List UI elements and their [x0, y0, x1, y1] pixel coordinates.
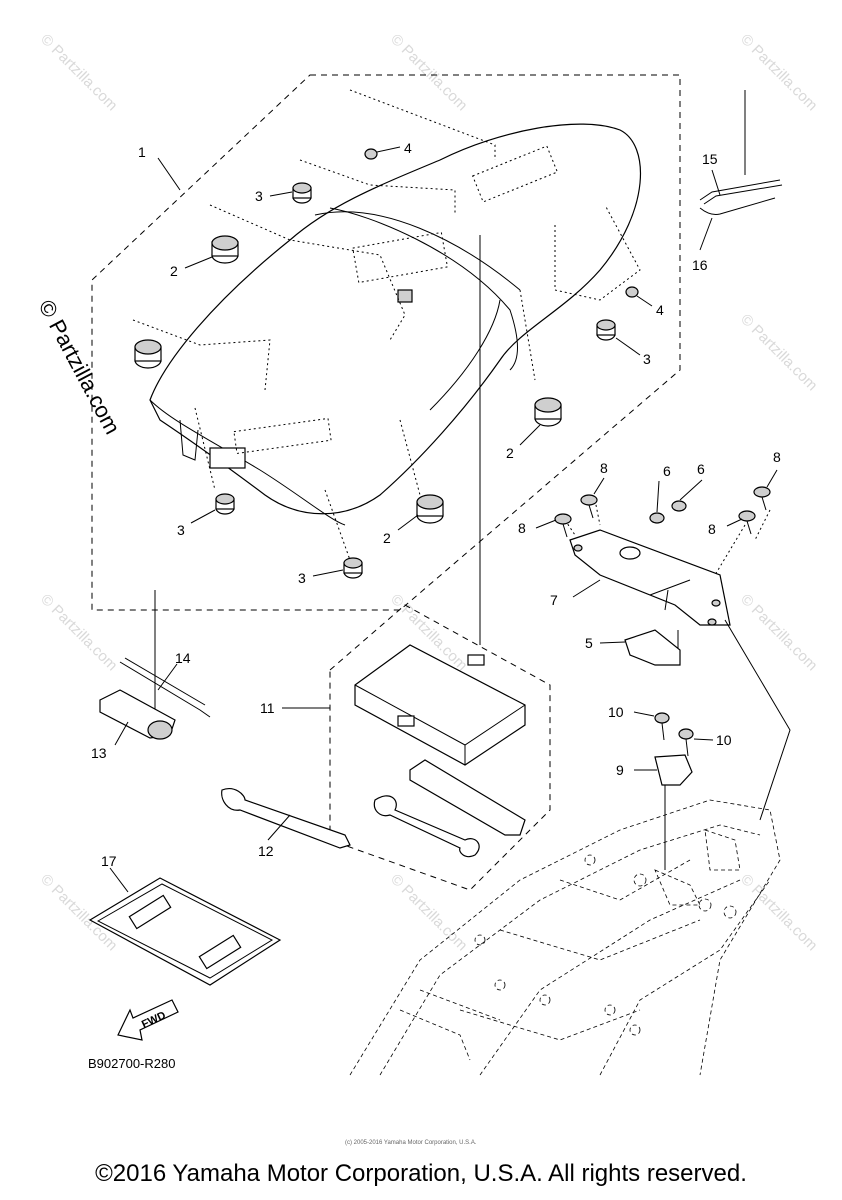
grommet-2 — [211, 235, 239, 264]
callout-8: 8 — [708, 521, 716, 537]
bolt-8 — [753, 486, 771, 511]
seat-side-seam — [429, 299, 501, 411]
seat — [149, 123, 642, 526]
grommet-3 — [292, 182, 312, 204]
bracket-hole — [619, 546, 641, 560]
callout-8: 8 — [518, 520, 526, 536]
callout-1: 1 — [138, 144, 146, 160]
callout-2: 2 — [506, 445, 514, 461]
callout-16: 16 — [692, 257, 708, 273]
watermark: © Partzilla.com — [37, 591, 120, 674]
screwdriver-14 — [119, 661, 211, 718]
hook-wrench-12 — [221, 788, 351, 849]
callout-5: 5 — [585, 635, 593, 651]
handle-13-end — [147, 720, 173, 740]
callout-6: 6 — [663, 463, 671, 479]
tool-bag-strap — [397, 715, 415, 727]
callout-leaders — [109, 146, 778, 893]
damper-4 — [364, 148, 378, 160]
seat-hook — [179, 419, 199, 461]
seat-tab — [209, 447, 246, 469]
watermark: © Partzilla.com — [737, 31, 820, 114]
callout-3: 3 — [255, 188, 263, 204]
seat-bracket — [569, 529, 731, 626]
grommet-3 — [343, 557, 363, 579]
callout-8: 8 — [600, 460, 608, 476]
diagram-code: B902700-R280 — [88, 1056, 175, 1071]
hook-clip — [624, 629, 681, 666]
grommet-3 — [215, 493, 235, 515]
bolt-10 — [654, 712, 670, 724]
tool-bag — [354, 644, 526, 766]
frame-outline — [349, 799, 781, 1076]
callout-6: 6 — [697, 461, 705, 477]
callout-4: 4 — [404, 140, 412, 156]
watermark: © Partzilla.com — [37, 31, 120, 114]
bolt-8 — [738, 510, 756, 535]
callout-13: 13 — [91, 745, 107, 761]
small-credit: (c) 2005-2016 Yamaha Motor Corporation, … — [345, 1140, 477, 1146]
callout-9: 9 — [616, 762, 624, 778]
callout-12: 12 — [258, 843, 274, 859]
callout-10: 10 — [608, 704, 624, 720]
grommet-3 — [596, 319, 616, 341]
callout-4: 4 — [656, 302, 664, 318]
hex-wrenches — [699, 90, 783, 215]
bolt-8 — [554, 513, 572, 538]
manual-17 — [88, 877, 282, 986]
grommets — [134, 148, 639, 579]
callout-3: 3 — [298, 570, 306, 586]
seat-recess-outline — [233, 417, 332, 454]
owners-manual — [88, 877, 282, 986]
callout-7: 7 — [550, 592, 558, 608]
watermark: © Partzilla.com — [737, 311, 820, 394]
callout-2: 2 — [170, 263, 178, 279]
seat-step-edge — [329, 207, 518, 371]
tools — [99, 657, 526, 858]
grommet-2 — [416, 494, 444, 524]
seat-cushion — [149, 123, 642, 515]
seat-hook — [397, 289, 413, 303]
nut-6 — [671, 500, 687, 512]
copyright-footer: ©2016 Yamaha Motor Corporation, U.S.A. A… — [95, 1160, 747, 1187]
watermark: © Partzilla.com — [387, 871, 470, 954]
bolt-10 — [678, 728, 694, 740]
clamp-9 — [654, 754, 693, 786]
seat-recess-outline — [352, 231, 449, 284]
callout-10: 10 — [716, 732, 732, 748]
callout-3: 3 — [643, 351, 651, 367]
callout-2: 2 — [383, 530, 391, 546]
callout-8: 8 — [773, 449, 781, 465]
watermark: © Partzilla.com — [387, 31, 470, 114]
seat-bottom-edge — [149, 399, 346, 526]
side-watermark: © Partzilla.com — [34, 296, 126, 439]
seat-step-line — [314, 211, 521, 291]
clamp-assembly — [654, 712, 694, 870]
watermark: © Partzilla.com — [737, 871, 820, 954]
bolts-8 — [554, 486, 771, 538]
callout-labels: 1 2 2 2 3 3 3 3 4 4 5 6 6 7 8 8 8 8 9 10… — [91, 140, 781, 869]
fwd-arrow: FWD — [117, 999, 179, 1041]
seat-recess-outline — [472, 145, 558, 203]
grommet-2 — [534, 397, 562, 427]
screwdriver-handle — [409, 759, 526, 836]
fwd-arrow-shape — [117, 999, 179, 1041]
seat-leaders — [132, 89, 641, 710]
bolt-8 — [580, 494, 598, 519]
tool-bag-body — [354, 644, 526, 766]
callout-17: 17 — [101, 853, 117, 869]
tool-bag-strap — [467, 654, 485, 666]
callout-11: 11 — [260, 700, 275, 716]
damper-4 — [625, 286, 639, 298]
nut-6 — [649, 512, 665, 524]
bracket-assembly — [564, 499, 791, 821]
callout-15: 15 — [702, 151, 718, 167]
open-wrench — [373, 795, 480, 858]
grommet-2 — [134, 339, 162, 369]
callout-14: 14 — [175, 650, 191, 666]
callout-3: 3 — [177, 522, 185, 538]
